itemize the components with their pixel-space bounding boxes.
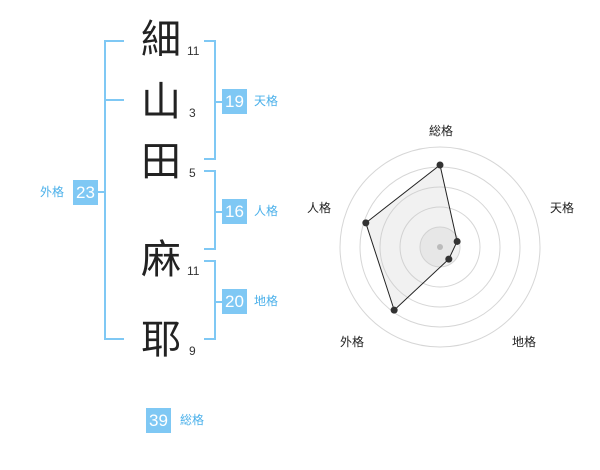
gaikaku-bracket-top: [104, 40, 124, 42]
tenkaku-label: 天格: [254, 94, 279, 108]
radar-axis-label-chikaku: 地格: [512, 334, 536, 349]
jinkaku-value-badge: 16: [222, 199, 247, 224]
chikaku-bracket-connector: [214, 301, 222, 303]
tenkaku-bracket-spine: [214, 40, 216, 160]
chikaku-bracket-bottom: [204, 338, 216, 340]
radar-shape: [365, 164, 458, 312]
name-char-1: 細: [141, 17, 181, 63]
tenkaku-bracket-connector: [214, 101, 222, 103]
soukaku-label: 総格: [180, 413, 205, 427]
radar-axis-label-soukaku: 総格: [429, 123, 453, 138]
chikaku-bracket-top: [204, 260, 216, 262]
stroke-count-5: 9: [189, 344, 196, 358]
tenkaku-bracket-top: [204, 40, 216, 42]
stroke-count-2: 3: [189, 106, 196, 120]
stroke-count-3: 5: [189, 166, 196, 180]
radar-ring: [339, 146, 541, 348]
gaikaku-bracket-mid: [104, 99, 124, 101]
gaikaku-bracket-connector: [98, 191, 106, 193]
radar-point-2: [445, 255, 453, 263]
radar-axis-label-gaikaku: 外格: [340, 334, 364, 349]
jinkaku-bracket-connector: [214, 211, 222, 213]
tenkaku-bracket-bottom: [204, 158, 216, 160]
soukaku-value-badge: 39: [146, 408, 171, 433]
jinkaku-bracket-spine: [214, 170, 216, 250]
name-char-5: 耶: [141, 317, 181, 363]
chikaku-bracket-spine: [214, 260, 216, 340]
gaikaku-bracket-bottom: [104, 338, 124, 340]
name-char-3: 田: [141, 139, 181, 185]
tenkaku-value-badge: 19: [222, 89, 247, 114]
stroke-count-1: 11: [187, 44, 200, 58]
gaikaku-label: 外格: [40, 185, 65, 199]
radar-points: [362, 161, 461, 314]
gaikaku-bracket-spine: [104, 40, 106, 340]
gaikaku-value-badge: 23: [73, 180, 98, 205]
radar-center-dot: [437, 244, 443, 250]
jinkaku-label: 人格: [254, 204, 279, 218]
radar-axis-label-tenkaku: 天格: [550, 200, 574, 215]
radar-axis-label-jinkaku: 人格: [307, 200, 331, 215]
radar-point-4: [362, 219, 370, 227]
radar-ring: [399, 206, 481, 288]
stroke-count-4: 11: [187, 264, 200, 278]
radar-point-0: [436, 161, 444, 169]
radar-ring: [379, 186, 501, 308]
jinkaku-bracket-bottom: [204, 248, 216, 250]
radar-point-1: [453, 237, 461, 245]
chikaku-label: 地格: [254, 294, 279, 308]
chikaku-value-badge: 20: [222, 289, 247, 314]
radar-point-3: [390, 306, 398, 314]
name-char-2: 山: [141, 79, 181, 125]
jinkaku-bracket-top: [204, 170, 216, 172]
name-char-4: 麻: [141, 237, 181, 283]
